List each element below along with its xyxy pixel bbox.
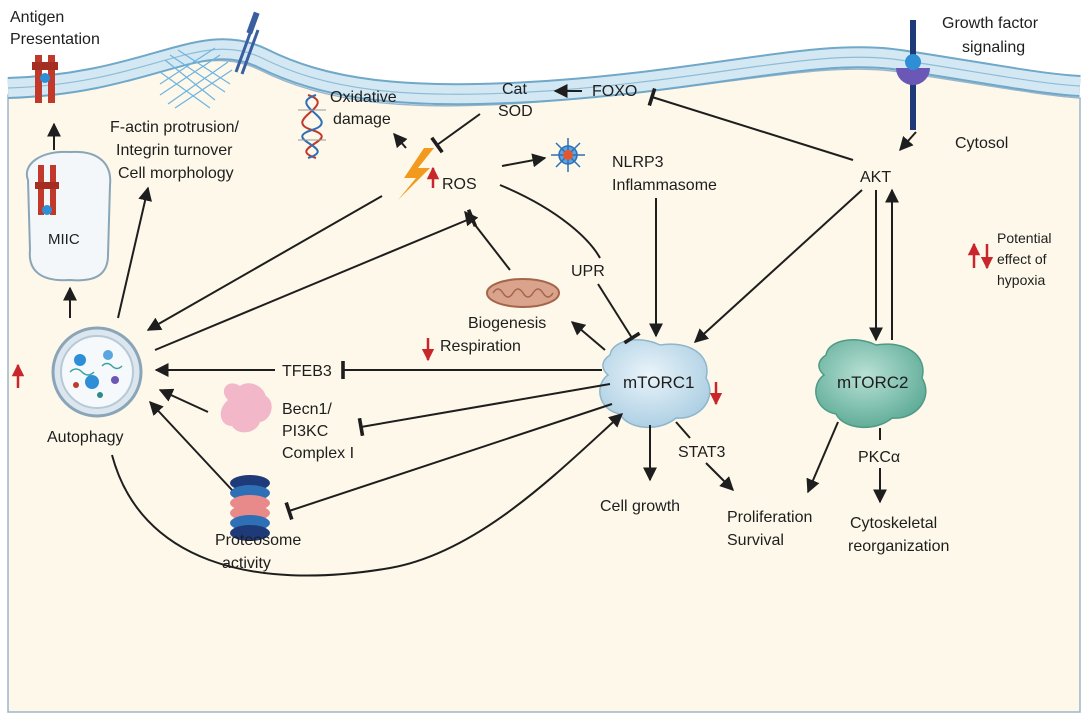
cat-label: Cat xyxy=(502,81,527,98)
inhibit-mtorc1-to-proteasome xyxy=(284,403,613,521)
foxo-label: FOXO xyxy=(592,83,637,100)
arrow-autophagy-to-mtorc1 xyxy=(111,413,624,577)
arrow-mito-to-ros xyxy=(464,210,511,271)
biogenesis-label: Biogenesis xyxy=(468,315,546,332)
growth-factor-receptor-icon xyxy=(896,20,930,130)
arrow-stat3-to-proliferation xyxy=(705,462,734,491)
nlrp3-label-line1: NLRP3 xyxy=(612,154,664,171)
arrow-ros-to-autophagy xyxy=(146,195,383,331)
inhibit-akt-to-foxo xyxy=(647,87,854,161)
factin-label-line2: Integrin turnover xyxy=(116,142,233,159)
arrow-proteasome-to-autophagy xyxy=(149,400,233,491)
growth-factor-label-line1: Growth factor xyxy=(942,15,1039,32)
factin-label-line1: F-actin protrusion/ xyxy=(110,119,239,136)
proliferation-label: Proliferation xyxy=(727,509,812,526)
cytosol-label: Cytosol xyxy=(955,135,1008,152)
proteosome-label-line2: activity xyxy=(222,555,271,572)
arrow-ros-to-oxidative xyxy=(393,132,408,149)
arrow-autophagy-to-factin xyxy=(117,186,152,319)
legend-label-line3: hypoxia xyxy=(997,272,1045,288)
autophagosome-icon xyxy=(51,326,143,418)
oxidative-label-line1: Oxidative xyxy=(330,89,397,106)
nlrp3-label-line2: Inflammasome xyxy=(612,177,717,194)
becn1-complex-icon xyxy=(220,383,272,433)
inflammasome-icon xyxy=(551,138,585,172)
becn1-label-line3: Complex I xyxy=(282,445,354,462)
respiration-label: Respiration xyxy=(440,338,521,355)
tfeb3-label: TFEB3 xyxy=(282,363,332,380)
arrow-ros-upr-mtorc1 xyxy=(499,184,601,259)
hypoxia-markers xyxy=(11,166,994,406)
becn1-label-line2: PI3KC xyxy=(282,423,328,440)
mitochondrion-icon xyxy=(486,278,560,308)
arrow-mtorc2-to-proliferation xyxy=(806,421,839,494)
ros-label: ROS xyxy=(442,176,477,193)
arrow-ros-to-nlrp3 xyxy=(501,153,547,168)
sod-label: SOD xyxy=(498,103,533,120)
inhibit-mtorc1-to-becn1 xyxy=(357,383,611,437)
autophagy-label: Autophagy xyxy=(47,429,124,446)
pkca-label: PKCα xyxy=(858,449,900,466)
stat3-label: STAT3 xyxy=(678,444,726,461)
actin-mesh-icon xyxy=(159,47,233,109)
legend-label-line1: Potential xyxy=(997,230,1051,246)
mtorc1-label: mTORC1 xyxy=(623,373,694,392)
survival-label: Survival xyxy=(727,532,784,549)
inhibit-upr-to-mtorc1 xyxy=(597,283,641,345)
inhibit-catsod-to-oxidative xyxy=(430,113,481,154)
miic-label: MIIC xyxy=(48,231,80,248)
upr-label: UPR xyxy=(571,263,605,280)
mtorc2-complex-icon xyxy=(815,339,927,429)
arrow-receptor-to-akt xyxy=(899,131,917,152)
becn1-label-line1: Becn1/ xyxy=(282,401,332,418)
pathway-arrows xyxy=(47,84,917,577)
integrin-icon xyxy=(234,11,260,75)
cytoskeletal-label-line2: reorganization xyxy=(848,538,949,555)
mhc-receptor-icon xyxy=(32,55,58,103)
proteasome-icon xyxy=(230,475,270,541)
akt-label: AKT xyxy=(860,169,891,186)
mtorc1-complex-icon xyxy=(599,339,711,429)
mtorc1-to-stat3-line xyxy=(675,421,691,439)
cell-growth-label: Cell growth xyxy=(600,498,680,515)
inhibit-mtorc1-to-ros xyxy=(154,208,478,351)
mtorc2-label: mTORC2 xyxy=(837,373,908,392)
legend-label-line2: effect of xyxy=(997,251,1047,267)
factin-label-line3: Cell morphology xyxy=(118,165,234,182)
arrow-becn1-to-autophagy xyxy=(158,388,209,413)
arrow-mtorc1-to-mito xyxy=(570,321,606,351)
arrow-akt-to-mtorc1 xyxy=(693,189,863,343)
oxidative-label-line2: damage xyxy=(333,111,391,128)
miic-vesicle-icon xyxy=(25,150,112,282)
cytoskeletal-label-line1: Cytoskeletal xyxy=(850,515,937,532)
lightning-icon xyxy=(398,148,434,200)
antigen-label-line2: Presentation xyxy=(10,31,100,48)
proteosome-label-line1: Proteosome xyxy=(215,532,301,549)
dna-helix-icon xyxy=(298,94,326,159)
antigen-label-line1: Antigen xyxy=(10,9,64,26)
growth-factor-label-line2: signaling xyxy=(962,39,1025,56)
